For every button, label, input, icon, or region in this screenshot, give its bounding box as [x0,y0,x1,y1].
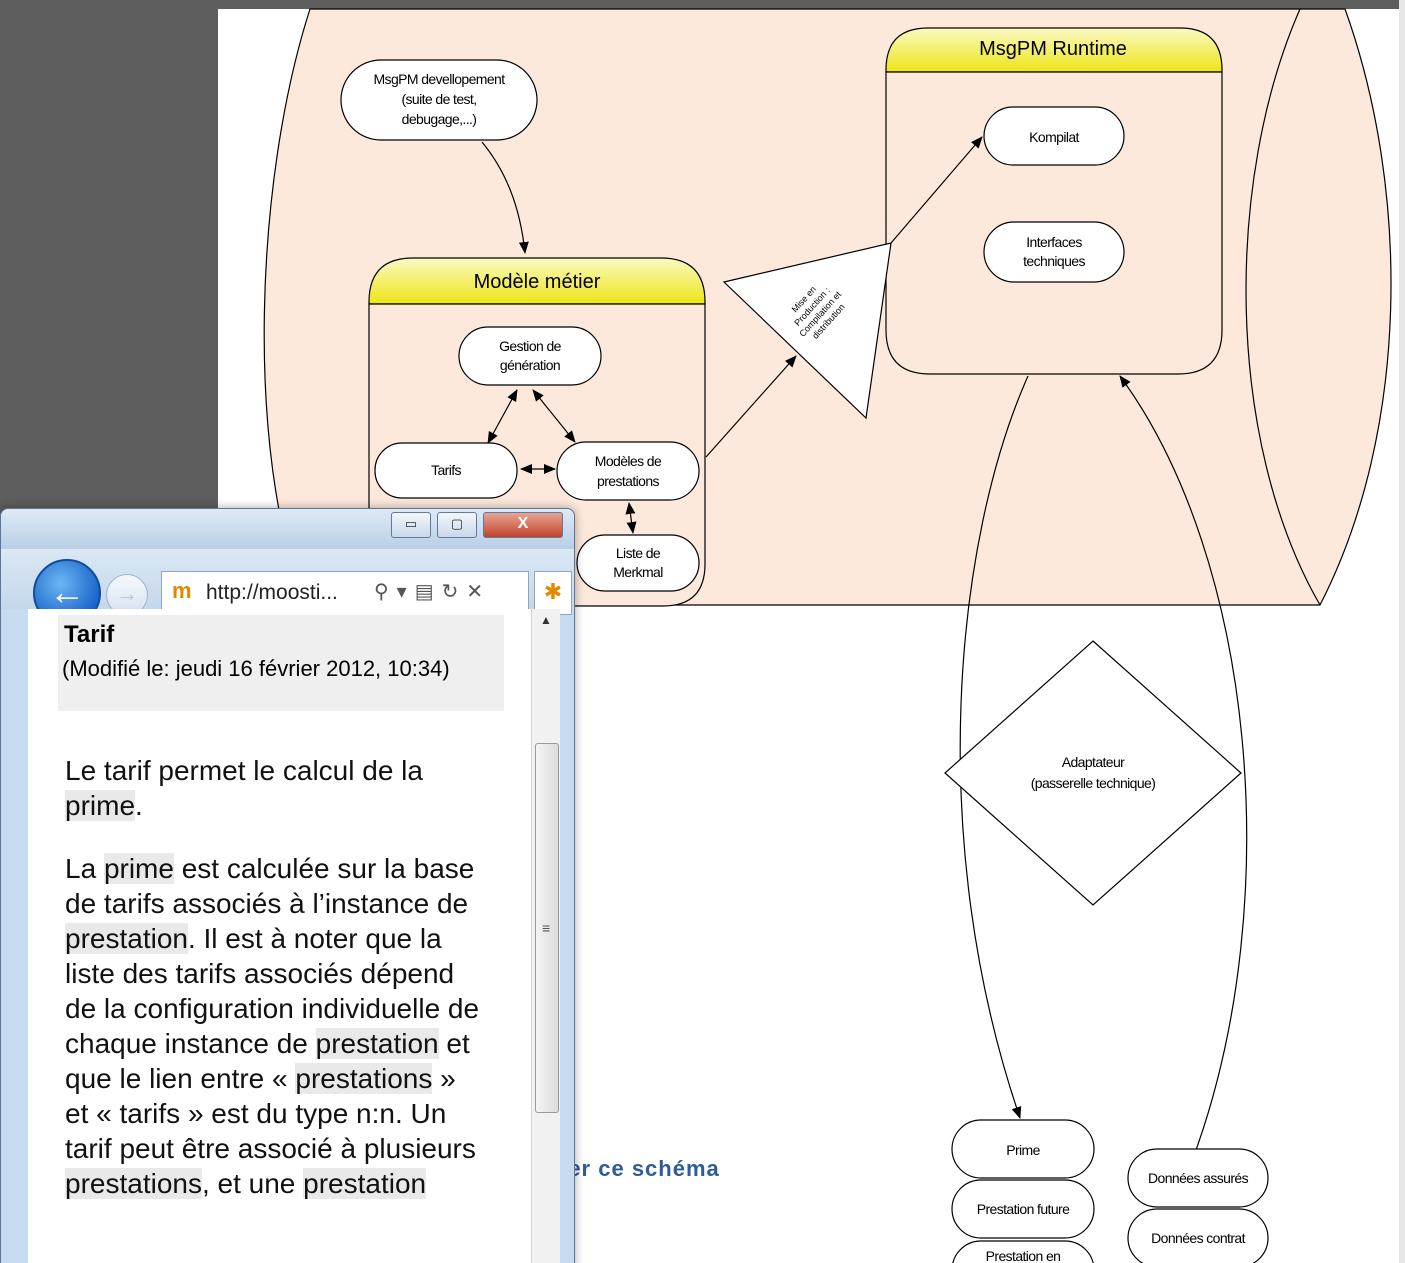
node-prime: Prime [951,1119,1095,1179]
svg-text:debugage,...): debugage,...) [402,111,477,127]
mise-en-production-triangle: Mise en Production : Compilation et dist… [722,242,892,420]
node-donnees-assures: Données assurés [1127,1148,1269,1208]
maximize-button[interactable]: ▢ [437,512,477,538]
node-prestation-en: Prestation en [952,1240,1094,1263]
svg-text:(suite de test,: (suite de test, [401,91,476,107]
glossary-link-prime[interactable]: prime [65,790,136,821]
grip-icon: ≡ [542,920,551,936]
svg-text:Modèles de: Modèles de [595,453,662,469]
svg-text:Interfaces: Interfaces [1026,234,1082,250]
glossary-link-prestation[interactable]: prestation [65,923,188,954]
browser-popup-window: ▭ ▢ X ← → m http://moosti... ⚲▾▤↻✕ ✱ Tar… [0,508,575,1263]
address-tools[interactable]: ⚲▾▤↻✕ [374,581,492,603]
svg-text:Gestion de: Gestion de [499,338,562,354]
node-dev: MsgPM devellopement (suite de test, debu… [340,59,538,141]
svg-text:Tarifs: Tarifs [431,462,461,478]
content-header [58,615,504,711]
node-kompilat: Kompilat [983,106,1125,166]
address-url[interactable]: http://moosti... [206,581,338,604]
node-gestion: Gestion de génération [458,326,602,386]
scroll-up-icon[interactable]: ▲ [540,613,552,627]
minimize-button[interactable]: ▭ [391,512,431,538]
right-frame [1399,0,1405,1263]
node-interfaces: Interfaces techniques [983,221,1125,283]
glossary-link-prestations[interactable]: prestations [65,1168,202,1199]
vertical-scrollbar[interactable]: ▲ ≡ [531,609,560,1263]
svg-text:génération: génération [500,357,560,373]
svg-text:Données contrat: Données contrat [1151,1230,1245,1246]
svg-text:Liste de: Liste de [616,545,661,561]
modele-metier-title: Modèle métier [474,271,601,293]
svg-text:Prime: Prime [1006,1142,1040,1158]
top-frame [0,0,1405,9]
adaptateur-diamond: Adaptateur (passerelle technique) [944,640,1242,906]
svg-text:Adaptateur: Adaptateur [1062,754,1125,770]
page-content: Tarif (Modifié le: jeudi 16 février 2012… [28,609,531,1263]
runtime-container: MsgPM Runtime [885,27,1223,375]
svg-text:Données assurés: Données assurés [1148,1170,1249,1186]
site-favicon-icon: m [172,578,192,603]
node-tarifs: Tarifs [374,442,518,499]
browser-toolbar: ← → m http://moosti... ⚲▾▤↻✕ ✱ [1,549,574,627]
svg-text:Prestation en: Prestation en [986,1248,1061,1263]
glossary-link-prestation[interactable]: prestation [303,1168,427,1199]
paragraph-1: Le tarif permet le calcul de la prime. [65,755,423,821]
node-liste: Liste de Merkmal [576,534,700,592]
runtime-title: MsgPM Runtime [979,38,1127,60]
scroll-thumb[interactable]: ≡ [535,743,559,1113]
svg-text:Merkmal: Merkmal [613,564,663,580]
node-prestation-future: Prestation future [951,1179,1095,1239]
window-caption-bar[interactable]: ▭ ▢ X [1,509,574,549]
address-bar[interactable]: m http://moosti... ⚲▾▤↻✕ [161,571,529,615]
glossary-link-prestations[interactable]: prestations [295,1063,433,1094]
svg-text:Prestation future: Prestation future [977,1201,1070,1217]
svg-text:MsgPM devellopement: MsgPM devellopement [374,71,506,87]
right-arc [1245,8,1321,606]
tab-icon[interactable]: ✱ [534,571,572,615]
svg-text:(passerelle technique): (passerelle technique) [1031,775,1156,791]
svg-text:techniques: techniques [1023,253,1085,269]
page-title: Tarif [64,621,115,648]
glossary-link-prestation[interactable]: prestation [315,1028,439,1059]
glossary-link-prime[interactable]: prime [103,853,174,884]
close-button[interactable]: X [483,512,563,538]
node-modeles: Modèles de prestations [556,441,700,501]
node-donnees-contrat: Données contrat [1127,1208,1269,1263]
svg-text:Kompilat: Kompilat [1029,129,1079,145]
modified-date: (Modifié le: jeudi 16 février 2012, 10:3… [62,656,450,681]
svg-text:prestations: prestations [597,473,659,489]
paragraph-2: La prime est calculée sur la base de tar… [65,853,480,1199]
diagram-link[interactable]: ter ce schéma [560,1156,720,1181]
